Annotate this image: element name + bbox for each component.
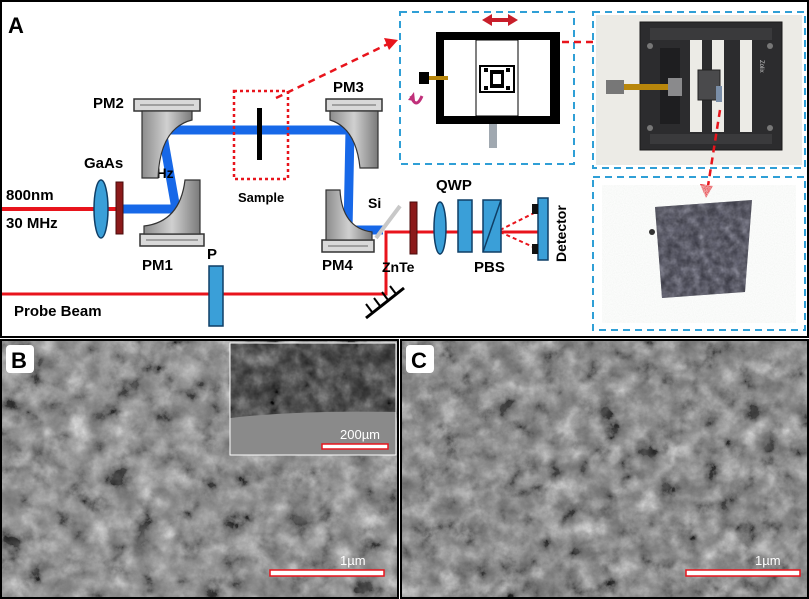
- panel-c-scale-bar: [685, 569, 801, 577]
- panel-b-label: B: [11, 348, 27, 373]
- stage-schematic-callout: [399, 11, 575, 165]
- panel-b-scale-label: 1µm: [340, 553, 366, 568]
- panel-c-label-bg: [406, 345, 434, 373]
- stage-brand-label: Zolix: [758, 60, 764, 73]
- gaas-label: GaAs: [84, 155, 123, 172]
- sample-callout-arrowhead: [384, 38, 398, 50]
- panel-b-inset-border: [229, 342, 397, 456]
- laser-rate-label: 30 MHz: [6, 215, 58, 232]
- pm4-label: PM4: [322, 257, 354, 274]
- polarizer-p: [208, 265, 224, 327]
- parabolic-mirror-pm3: [325, 98, 383, 169]
- panel-c-scale-label: 1µm: [755, 553, 781, 568]
- pbs-label: PBS: [474, 259, 505, 276]
- laser-wavelength-label: 800nm: [6, 187, 54, 204]
- panel-c-sem-texture: [402, 341, 807, 597]
- sample-label: Sample: [238, 190, 284, 205]
- film-fragment: [649, 229, 655, 235]
- panel-b-inset-scale-bar: [321, 443, 389, 450]
- pm2-label: PM2: [93, 95, 124, 112]
- pm3-label: PM3: [333, 79, 364, 96]
- znte-crystal: [409, 201, 418, 255]
- detector-label: Detector: [553, 205, 569, 262]
- probe-beam-label: Probe Beam: [14, 303, 102, 320]
- focusing-lens: [93, 179, 109, 239]
- panel-c-label: C: [411, 348, 427, 373]
- panel-b-scale-bar: [269, 569, 385, 577]
- znte-label: ZnTe: [382, 259, 415, 275]
- pm1-label: PM1: [142, 257, 173, 274]
- si-label: Si: [368, 195, 381, 211]
- horizontal-motion-arrow-icon: [482, 14, 518, 26]
- panel-c-frame: [400, 339, 809, 599]
- balanced-detector: [532, 197, 549, 261]
- parabolic-mirror-pm1: [139, 179, 205, 247]
- polarizing-beam-splitter: [482, 199, 502, 253]
- sample-slab: [257, 108, 262, 160]
- polarizer-label: P: [207, 246, 217, 263]
- quarter-wave-plate: [457, 199, 473, 253]
- film-photo-callout: [592, 176, 806, 331]
- probe-mirror: [365, 285, 405, 320]
- panel-b-label-bg: [6, 345, 34, 373]
- translation-stage-schematic: [419, 32, 560, 148]
- translation-stage-photo: [596, 15, 802, 165]
- rotation-arrow-icon: [408, 92, 424, 105]
- qwp-lens: [433, 201, 447, 255]
- panel-b-frame: [0, 339, 399, 599]
- sample-film-texture: [655, 200, 752, 298]
- sample-callout-arrow: [275, 42, 389, 100]
- silicon-wafer: [374, 204, 402, 240]
- parabolic-mirror-pm2: [133, 98, 201, 179]
- panel-a-label: A: [8, 13, 24, 38]
- parabolic-mirror-pm4: [321, 189, 375, 253]
- sample-highlight-box: [232, 89, 290, 181]
- qwp-label: QWP: [436, 177, 472, 194]
- photo-to-film-arrow: [706, 109, 722, 187]
- stage-photo-callout: [592, 11, 806, 169]
- panel-b-inset-scale-label: 200µm: [340, 427, 380, 442]
- gaas-emitter: [115, 181, 124, 235]
